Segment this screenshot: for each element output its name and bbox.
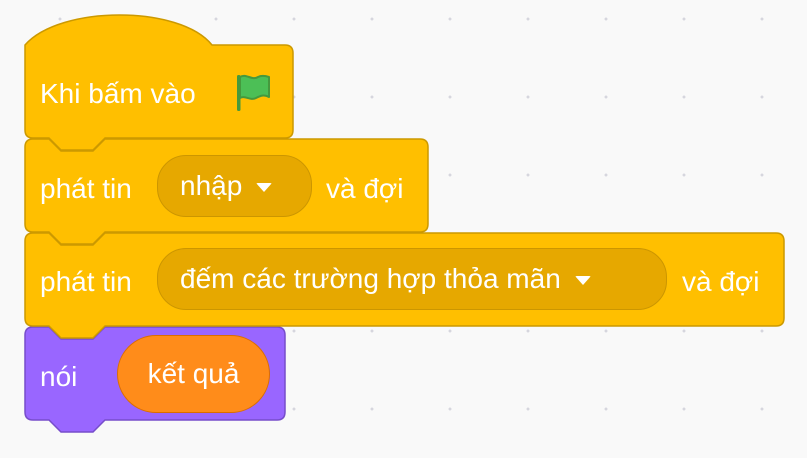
dropdown-caret-icon (574, 275, 591, 285)
broadcast-1-suffix: và đợi (326, 173, 404, 204)
broadcast-2-message-value: đếm các trường hợp thỏa mãn (180, 263, 561, 294)
broadcast-1-message-dropdown[interactable]: nhập (157, 155, 312, 217)
hat-block-label: Khi bấm vào (40, 78, 196, 109)
green-flag-icon (237, 74, 270, 111)
broadcast-1-message-value: nhập (180, 170, 243, 201)
dropdown-caret-icon (256, 182, 273, 192)
say-block-reporter[interactable]: kết quả (117, 335, 270, 413)
broadcast-2-label: phát tin (40, 266, 132, 297)
hat-block-shape[interactable] (24, 14, 294, 151)
say-block-reporter-value: kết quả (147, 358, 240, 389)
broadcast-2-message-dropdown[interactable]: đếm các trường hợp thỏa mãn (157, 248, 667, 310)
broadcast-1-label: phát tin (40, 173, 132, 204)
broadcast-2-suffix: và đợi (682, 266, 760, 297)
say-block-label: nói (40, 361, 78, 392)
